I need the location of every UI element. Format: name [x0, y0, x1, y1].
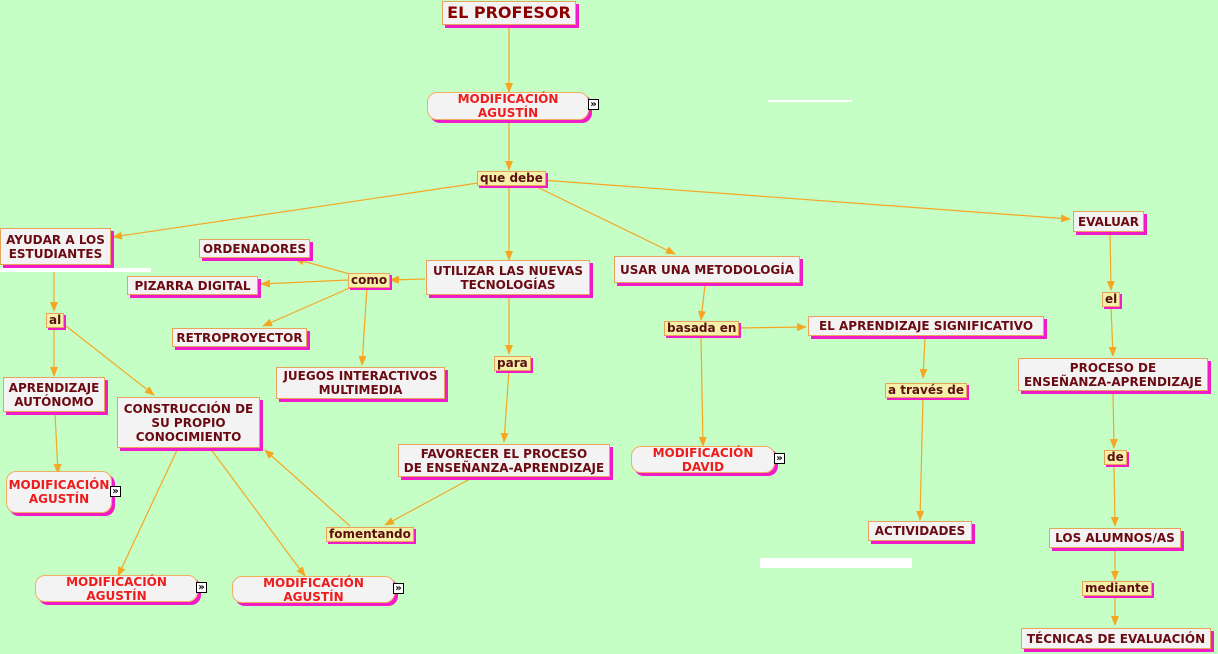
node-text: FAVORECER EL PROCESO DE ENSEÑANZA-APREND…	[403, 446, 605, 475]
node-el-profesor: EL PROFESOR	[442, 1, 576, 25]
node-juegos-interactivos: JUEGOS INTERACTIVOS MULTIMEDIA	[276, 367, 445, 399]
node-usar-metodologia: USAR UNA METODOLOGÍA	[614, 256, 800, 283]
node-text: CONSTRUCCIÓN DE SU PROPIO CONOCIMIENTO	[123, 401, 254, 444]
node-pizarra-digital: PIZARRA DIGITAL	[127, 276, 258, 295]
node-aprendizaje-significativo: EL APRENDIZAJE SIGNIFICATIVO	[808, 316, 1044, 336]
node-retroproyector: RETROPROYECTOR	[172, 328, 307, 347]
label-que-debe: que debe	[477, 171, 546, 186]
label-basada-en: basada en	[664, 321, 740, 336]
node-proceso-ensenanza-aprendizaje: PROCESO DE ENSEÑANZA-APRENDIZAJE	[1018, 358, 1208, 391]
node-ayudar-estudiantes: AYUDAR A LOS ESTUDIANTES	[0, 228, 111, 265]
node-modificacion-david[interactable]: MODIFICACIÓN DAVID	[631, 445, 775, 474]
node-text: PROCESO DE ENSEÑANZA-APRENDIZAJE	[1023, 360, 1203, 389]
node-modificacion-agustin-top[interactable]: MODIFICACIÓN AGUSTÍN	[427, 92, 589, 120]
node-favorecer-proceso: FAVORECER EL PROCESO DE ENSEÑANZA-APREND…	[398, 444, 610, 477]
label-mediante: mediante	[1082, 581, 1152, 596]
double-chevron-right-icon[interactable]: »	[110, 486, 121, 497]
node-text: MODIFICACIÓN AGUSTÍN	[8, 478, 110, 506]
node-text: TÉCNICAS DE EVALUACIÓN	[1026, 631, 1206, 646]
node-evaluar: EVALUAR	[1073, 211, 1144, 232]
node-text: MODIFICACIÓN AGUSTÍN	[457, 92, 559, 120]
node-text: EL PROFESOR	[447, 3, 571, 22]
node-modificacion-agustin-left[interactable]: MODIFICACIÓN AGUSTÍN	[6, 471, 112, 513]
node-text: ACTIVIDADES	[874, 524, 966, 538]
node-text: APRENDIZAJE AUTÓNOMO	[8, 380, 100, 409]
node-ordenadores: ORDENADORES	[199, 239, 310, 258]
node-text: AYUDAR A LOS ESTUDIANTES	[6, 232, 105, 261]
white-bar	[760, 558, 912, 568]
node-text: MODIFICACIÓN AGUSTÍN	[263, 575, 364, 604]
node-text: LOS ALUMNOS/AS	[1055, 531, 1175, 545]
node-text: EL APRENDIZAJE SIGNIFICATIVO	[818, 319, 1034, 333]
node-tecnicas-evaluacion: TÉCNICAS DE EVALUACIÓN	[1021, 628, 1211, 649]
node-text: EVALUAR	[1077, 214, 1140, 229]
white-bar	[0, 268, 151, 272]
node-modificacion-agustin-bottom-left[interactable]: MODIFICACIÓN AGUSTÍN	[35, 574, 198, 603]
double-chevron-right-icon[interactable]: »	[774, 453, 785, 464]
label-a-traves-de: a través de	[885, 383, 968, 398]
node-text: UTILIZAR LAS NUEVAS TECNOLOGÍAS	[432, 263, 584, 292]
label-para: para	[494, 356, 531, 371]
node-construccion-conocimiento: CONSTRUCCIÓN DE SU PROPIO CONOCIMIENTO	[117, 397, 260, 448]
white-bar	[768, 100, 852, 102]
node-text: JUEGOS INTERACTIVOS MULTIMEDIA	[283, 369, 438, 397]
node-text: MODIFICACIÓN DAVID	[652, 445, 754, 474]
node-aprendizaje-autonomo: APRENDIZAJE AUTÓNOMO	[3, 377, 105, 412]
node-text: ORDENADORES	[202, 241, 307, 256]
node-text: PIZARRA DIGITAL	[134, 278, 251, 293]
node-utilizar-nuevas-tecnologias: UTILIZAR LAS NUEVAS TECNOLOGÍAS	[426, 260, 590, 295]
double-chevron-right-icon[interactable]: »	[393, 583, 404, 594]
double-chevron-right-icon[interactable]: »	[588, 99, 599, 110]
node-los-alumnos: LOS ALUMNOS/AS	[1049, 528, 1181, 548]
node-text: USAR UNA METODOLOGÍA	[619, 262, 795, 277]
label-el: el	[1102, 292, 1121, 307]
node-text: MODIFICACIÓN AGUSTÍN	[66, 574, 167, 603]
label-de: de	[1104, 450, 1127, 465]
node-text: RETROPROYECTOR	[176, 330, 303, 345]
node-modificacion-agustin-bottom-mid[interactable]: MODIFICACIÓN AGUSTÍN	[232, 575, 395, 604]
label-al: al	[46, 313, 65, 328]
double-chevron-right-icon[interactable]: »	[196, 582, 207, 593]
label-fomentando: fomentando	[326, 527, 414, 542]
label-como: como	[348, 273, 391, 288]
node-actividades: ACTIVIDADES	[868, 521, 972, 541]
